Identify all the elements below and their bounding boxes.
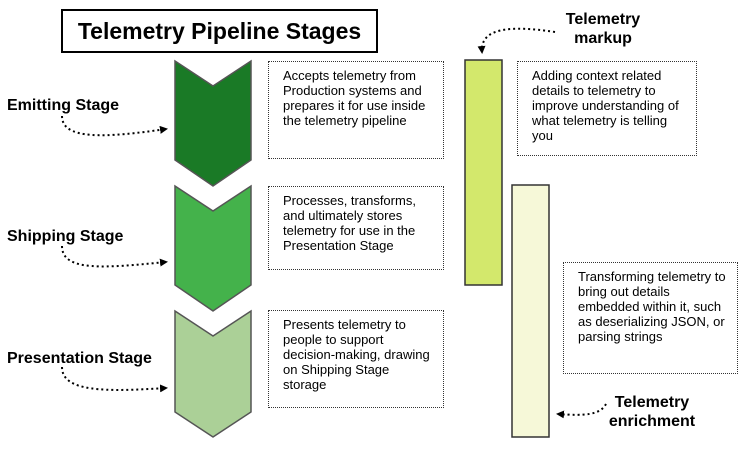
telemetry-markup-description: Adding context related details to teleme… xyxy=(517,61,697,156)
shipping-stage-description: Processes, transforms, and ultimately st… xyxy=(268,186,444,270)
shipping-stage-label: Shipping Stage xyxy=(7,228,124,245)
telemetry-markup-label-line2: markup xyxy=(574,30,632,47)
emitting-stage-label: Emitting Stage xyxy=(7,97,120,114)
telemetry-enrichment-label-line2: enrichment xyxy=(608,413,696,430)
telemetry-markup-label-line1: Telemetry xyxy=(565,11,641,28)
shipping-stage-chevron xyxy=(174,184,252,312)
emitting-stage-arrow xyxy=(61,115,168,137)
shipping-stage-arrow xyxy=(61,245,168,268)
telemetry-markup-label: Telemetry markup xyxy=(553,10,653,48)
telemetry-enrichment-bar xyxy=(511,184,550,438)
telemetry-enrichment-label: Telemetry enrichment xyxy=(596,393,708,431)
presentation-stage-description: Presents telemetry to people to support … xyxy=(268,310,444,408)
presentation-stage-arrow xyxy=(61,366,168,393)
emitting-stage-chevron xyxy=(174,59,252,187)
telemetry-markup-bar xyxy=(464,59,503,286)
telemetry-enrichment-arrow xyxy=(556,403,607,419)
diagram-title: Telemetry Pipeline Stages xyxy=(61,9,378,53)
presentation-stage-chevron xyxy=(174,309,252,438)
telemetry-enrichment-label-line1: Telemetry xyxy=(614,394,690,411)
emitting-stage-description: Accepts telemetry from Production system… xyxy=(268,61,444,159)
telemetry-enrichment-description: Transforming telemetry to bring out deta… xyxy=(563,262,738,374)
presentation-stage-label: Presentation Stage xyxy=(7,350,152,367)
telemetry-markup-arrow xyxy=(477,27,556,54)
